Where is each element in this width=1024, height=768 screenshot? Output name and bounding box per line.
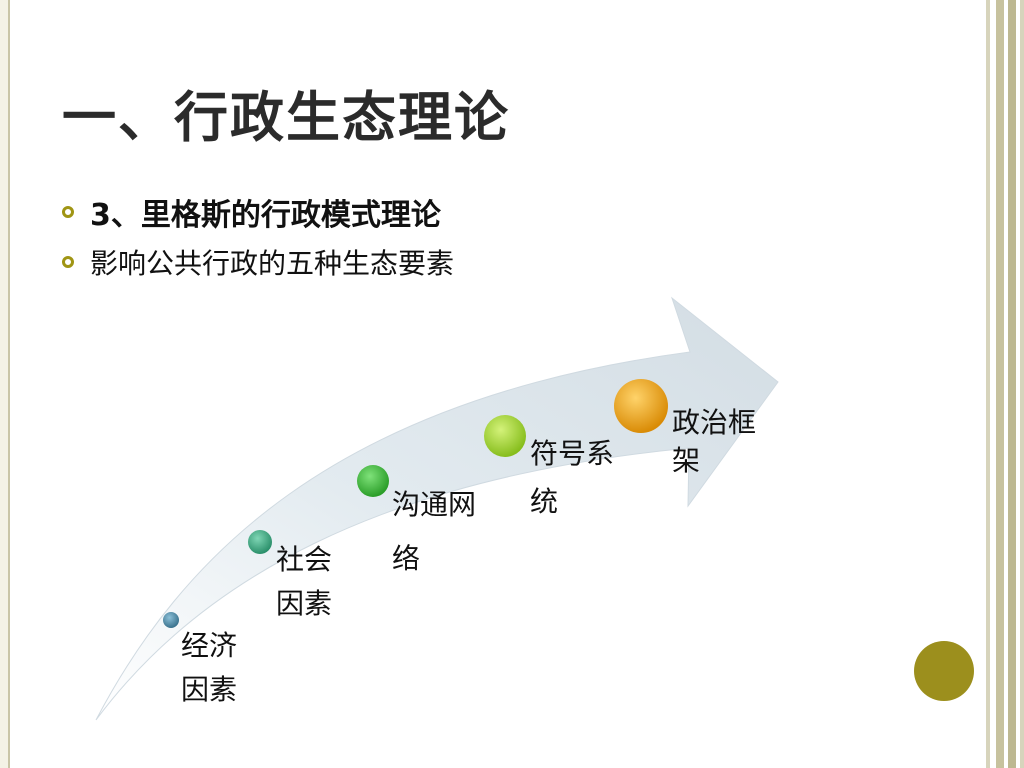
stage-label-line: 沟通网 [392, 488, 477, 521]
bullet-circle-icon [62, 256, 74, 268]
slide-title: 一、行政生态理论 [62, 86, 510, 149]
stage-label-line: 符号系 [530, 437, 615, 470]
stage-dot-communication [357, 465, 389, 497]
curved-arrow-shape [95, 296, 779, 721]
stage-label-symbol: 符号系 统 [530, 430, 614, 526]
bullet-item-2: 影响公共行政的五种生态要素 [62, 242, 454, 282]
bullet-item-1: 3、里格斯的行政模式理论 [62, 190, 441, 234]
bullet-text-1: 3、里格斯的行政模式理论 [90, 198, 441, 233]
stage-label-communication: 沟通网 络 [392, 478, 476, 586]
stage-label-economic: 经济 因素 [181, 624, 237, 712]
stage-dot-political [614, 379, 668, 433]
stage-label-line: 架 [672, 444, 701, 477]
stage-dot-social [248, 530, 272, 554]
stage-label-line: 统 [530, 485, 559, 518]
stage-dot-symbol [484, 415, 526, 457]
stage-label-political: 政治框 架 [672, 404, 756, 480]
left-border [0, 0, 14, 768]
stage-dot-economic [163, 612, 179, 628]
stage-label-line: 因素 [181, 673, 238, 706]
stage-label-line: 社会 [276, 543, 333, 576]
stage-label-line: 经济 [181, 629, 238, 662]
stage-label-line: 络 [392, 542, 421, 575]
right-decorative-stripes [980, 0, 1024, 768]
stage-label-social: 社会 因素 [276, 538, 332, 626]
stage-label-line: 政治框 [672, 406, 757, 439]
stage-label-line: 因素 [276, 587, 333, 620]
corner-decoration-circle [914, 641, 974, 701]
bullet-text-2: 影响公共行政的五种生态要素 [90, 247, 455, 280]
bullet-circle-icon [62, 206, 74, 218]
